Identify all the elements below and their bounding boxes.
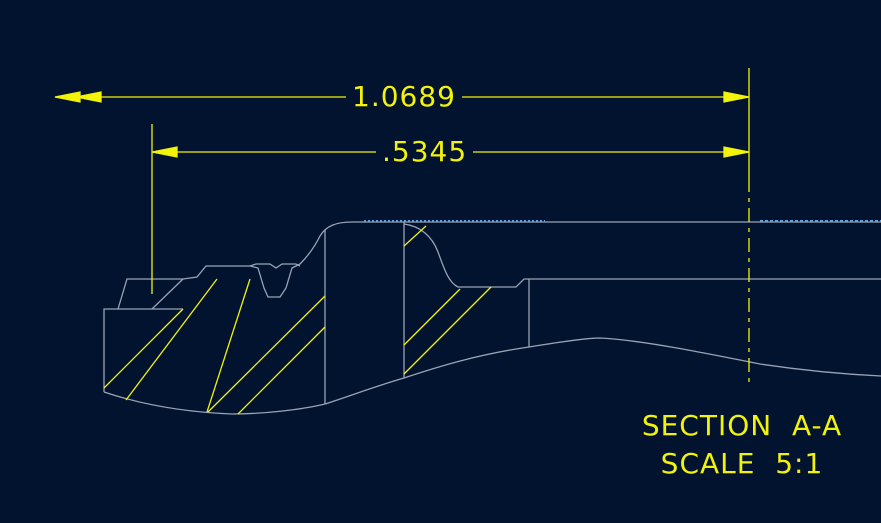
hatch-line [403, 286, 492, 375]
arrowhead-left [151, 146, 178, 158]
section-scale: SCALE 5:1 [660, 447, 824, 480]
hatch-line [206, 278, 251, 413]
arrowhead-right [723, 91, 750, 103]
section-hatching [103, 225, 492, 415]
center-rib-outline [299, 221, 404, 265]
dimension-half-value: .5345 [376, 137, 474, 167]
hatch-line [237, 326, 326, 415]
section-title: SECTION A-A [641, 409, 843, 442]
hatch-line [207, 295, 326, 413]
dimension-overall-value: 1.0689 [346, 82, 462, 112]
rib-fillet [403, 223, 529, 288]
left-block-outline [103, 263, 301, 392]
arrowhead-right [723, 146, 750, 158]
hatch-line [125, 278, 218, 401]
hatch-line [103, 308, 184, 389]
hatch-line [403, 288, 461, 346]
groove-detail [249, 263, 301, 269]
left-block-inner-edge [151, 278, 184, 310]
part-outline [103, 221, 881, 415]
arrowhead-left-inner [75, 91, 102, 103]
hatch-line [403, 225, 427, 247]
bottom-contour [103, 337, 881, 415]
